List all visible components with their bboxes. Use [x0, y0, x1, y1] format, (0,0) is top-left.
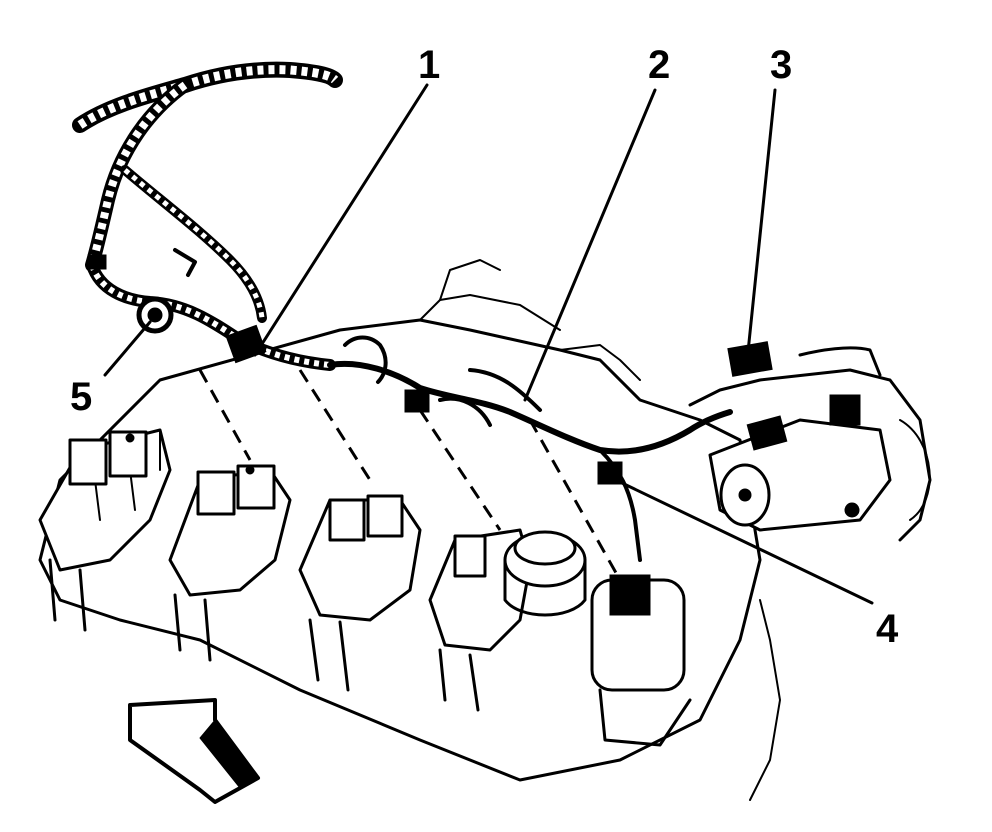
throttle-body	[503, 530, 692, 747]
guide-line	[298, 369, 372, 481]
callout-4: 4	[876, 607, 899, 651]
leader-lines	[103, 83, 874, 605]
actuator-assembly	[708, 341, 892, 532]
callouts: 1 2 3 4 5	[70, 43, 899, 651]
callout-2: 2	[648, 43, 670, 87]
callout-1: 1	[418, 43, 440, 87]
guide-line	[528, 419, 622, 581]
guide-line	[198, 369, 252, 461]
ignition-coils	[38, 428, 532, 712]
leader-line-2	[523, 88, 657, 402]
leader-line-4	[620, 481, 874, 605]
leader-line-3	[746, 88, 777, 354]
callout-3: 3	[770, 43, 792, 87]
front-direction-arrow-icon	[128, 698, 260, 804]
leader-line-5	[103, 320, 152, 377]
leader-line-1	[253, 83, 429, 357]
engine-block	[38, 259, 932, 801]
callout-5: 5	[70, 375, 92, 419]
guide-line	[418, 409, 502, 531]
